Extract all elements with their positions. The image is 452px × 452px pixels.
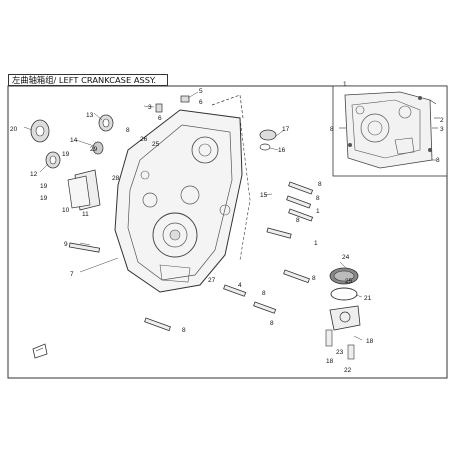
front-arrow-icon — [32, 343, 48, 359]
callout-11: 11 — [82, 211, 89, 218]
callout-8b: 8 — [316, 195, 320, 202]
inset-callout-8-left: 8 — [330, 126, 334, 133]
oil-strainer-assy — [325, 267, 361, 360]
callout-16: 16 — [278, 147, 286, 154]
callout-5: 5 — [199, 88, 203, 95]
callout-28: 28 — [112, 175, 120, 182]
callout-8-topleft: 8 — [126, 127, 130, 134]
bolt-group — [68, 181, 314, 332]
callout-19b: 19 — [40, 183, 48, 190]
callout-27: 27 — [208, 277, 216, 284]
cover-plate-10 — [67, 169, 101, 211]
callout-4: 4 — [238, 282, 242, 289]
plug-5 — [180, 95, 190, 103]
callout-8a: 8 — [318, 181, 322, 188]
callout-12: 12 — [30, 171, 38, 178]
callout-8c: 8 — [296, 217, 300, 224]
callout-15: 15 — [260, 192, 268, 199]
callout-24: 24 — [342, 254, 350, 261]
callout-19c: 19 — [40, 195, 48, 202]
callout-14: 14 — [70, 137, 78, 144]
callout-19a: 19 — [62, 151, 70, 158]
callout-9: 9 — [64, 241, 68, 248]
callout-22: 22 — [344, 367, 352, 374]
inset-callout-8: 8 — [436, 157, 440, 164]
callout-13: 13 — [86, 112, 94, 119]
inset-callout-3: 3 — [440, 126, 444, 133]
callout-25-top: 25 — [152, 141, 160, 148]
inset-assembly-view — [332, 85, 448, 177]
callout-26: 26 — [140, 136, 148, 143]
callout-8d: 8 — [312, 275, 316, 282]
callout-29: 29 — [90, 146, 98, 153]
oil-seal-14 — [92, 141, 104, 155]
inset-callout-1: 1 — [343, 81, 347, 88]
left-crankcase — [114, 94, 251, 293]
bearing-13 — [98, 114, 114, 132]
callout-1: 1 — [316, 208, 320, 215]
callout-21: 21 — [364, 295, 372, 302]
callout-6-left: 6 — [158, 115, 162, 122]
callout-17: 17 — [282, 126, 290, 133]
bearing-20 — [30, 119, 50, 143]
callout-18b: 18 — [326, 358, 334, 365]
inset-callout-2: 2 — [440, 117, 444, 124]
leader-lines — [23, 91, 363, 341]
callout-6: 6 — [199, 99, 203, 106]
callout-labels: 20 13 14 29 12 19 19 19 10 11 28 26 25 8… — [10, 81, 444, 374]
callout-8f: 8 — [270, 320, 274, 327]
callout-23: 23 — [336, 349, 344, 356]
callout-18a: 18 — [366, 338, 374, 345]
plug-3 — [155, 103, 163, 113]
callout-7: 7 — [70, 271, 74, 278]
bearing-12 — [45, 151, 61, 169]
callout-8g: 8 — [182, 327, 186, 334]
callout-1b: 1 — [314, 240, 318, 247]
callout-8e: 8 — [262, 290, 266, 297]
diagram-frame — [7, 85, 448, 379]
callout-3: 3 — [148, 104, 152, 111]
callout-25: 25 — [345, 278, 353, 285]
callout-10: 10 — [62, 207, 70, 214]
diagram-title: 左曲轴箱组/ LEFT CRANKCASE ASSY. — [12, 75, 157, 85]
callout-20: 20 — [10, 126, 18, 133]
oil-filler-cap-17 — [259, 129, 277, 151]
